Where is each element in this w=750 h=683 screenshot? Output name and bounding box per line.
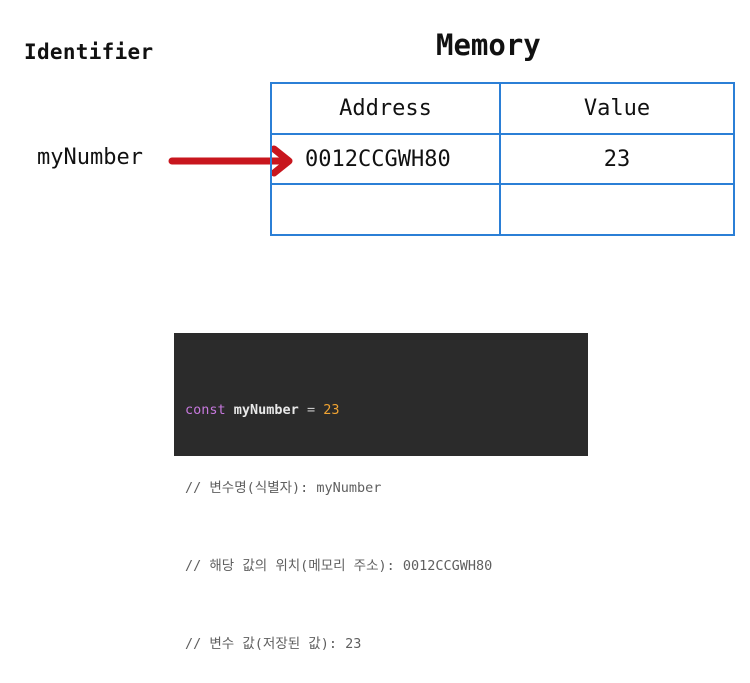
code-comment-line: // 해당 값의 위치(메모리 주소): 0012CCGWH80 (185, 558, 493, 574)
table-row: 0012CCGWH80 23 (270, 133, 735, 185)
table-header-row: Address Value (270, 82, 735, 135)
address-cell: 0012CCGWH80 (270, 133, 501, 185)
code-number: 23 (323, 402, 340, 418)
identifier-heading: Identifier (24, 40, 154, 64)
code-operator: = (306, 402, 316, 418)
code-keyword: const (185, 402, 226, 418)
memory-table: Address Value 0012CCGWH80 23 (270, 82, 735, 236)
value-cell (499, 183, 735, 236)
code-block: const myNumber = 23 // 변수명(식별자): myNumbe… (174, 333, 588, 652)
code-line-declaration: const myNumber = 23 (185, 397, 588, 423)
code-variable: myNumber (233, 402, 299, 418)
address-cell (270, 183, 501, 236)
table-row (270, 183, 735, 236)
code-comment-line: // 변수명(식별자): myNumber (185, 480, 382, 496)
code-comment-line: // 변수 값(저장된 값): 23 (185, 636, 362, 652)
value-cell: 23 (499, 133, 735, 185)
identifier-name: myNumber (37, 145, 143, 170)
memory-heading: Memory (436, 28, 541, 62)
address-header: Address (270, 82, 501, 135)
value-header: Value (499, 82, 735, 135)
